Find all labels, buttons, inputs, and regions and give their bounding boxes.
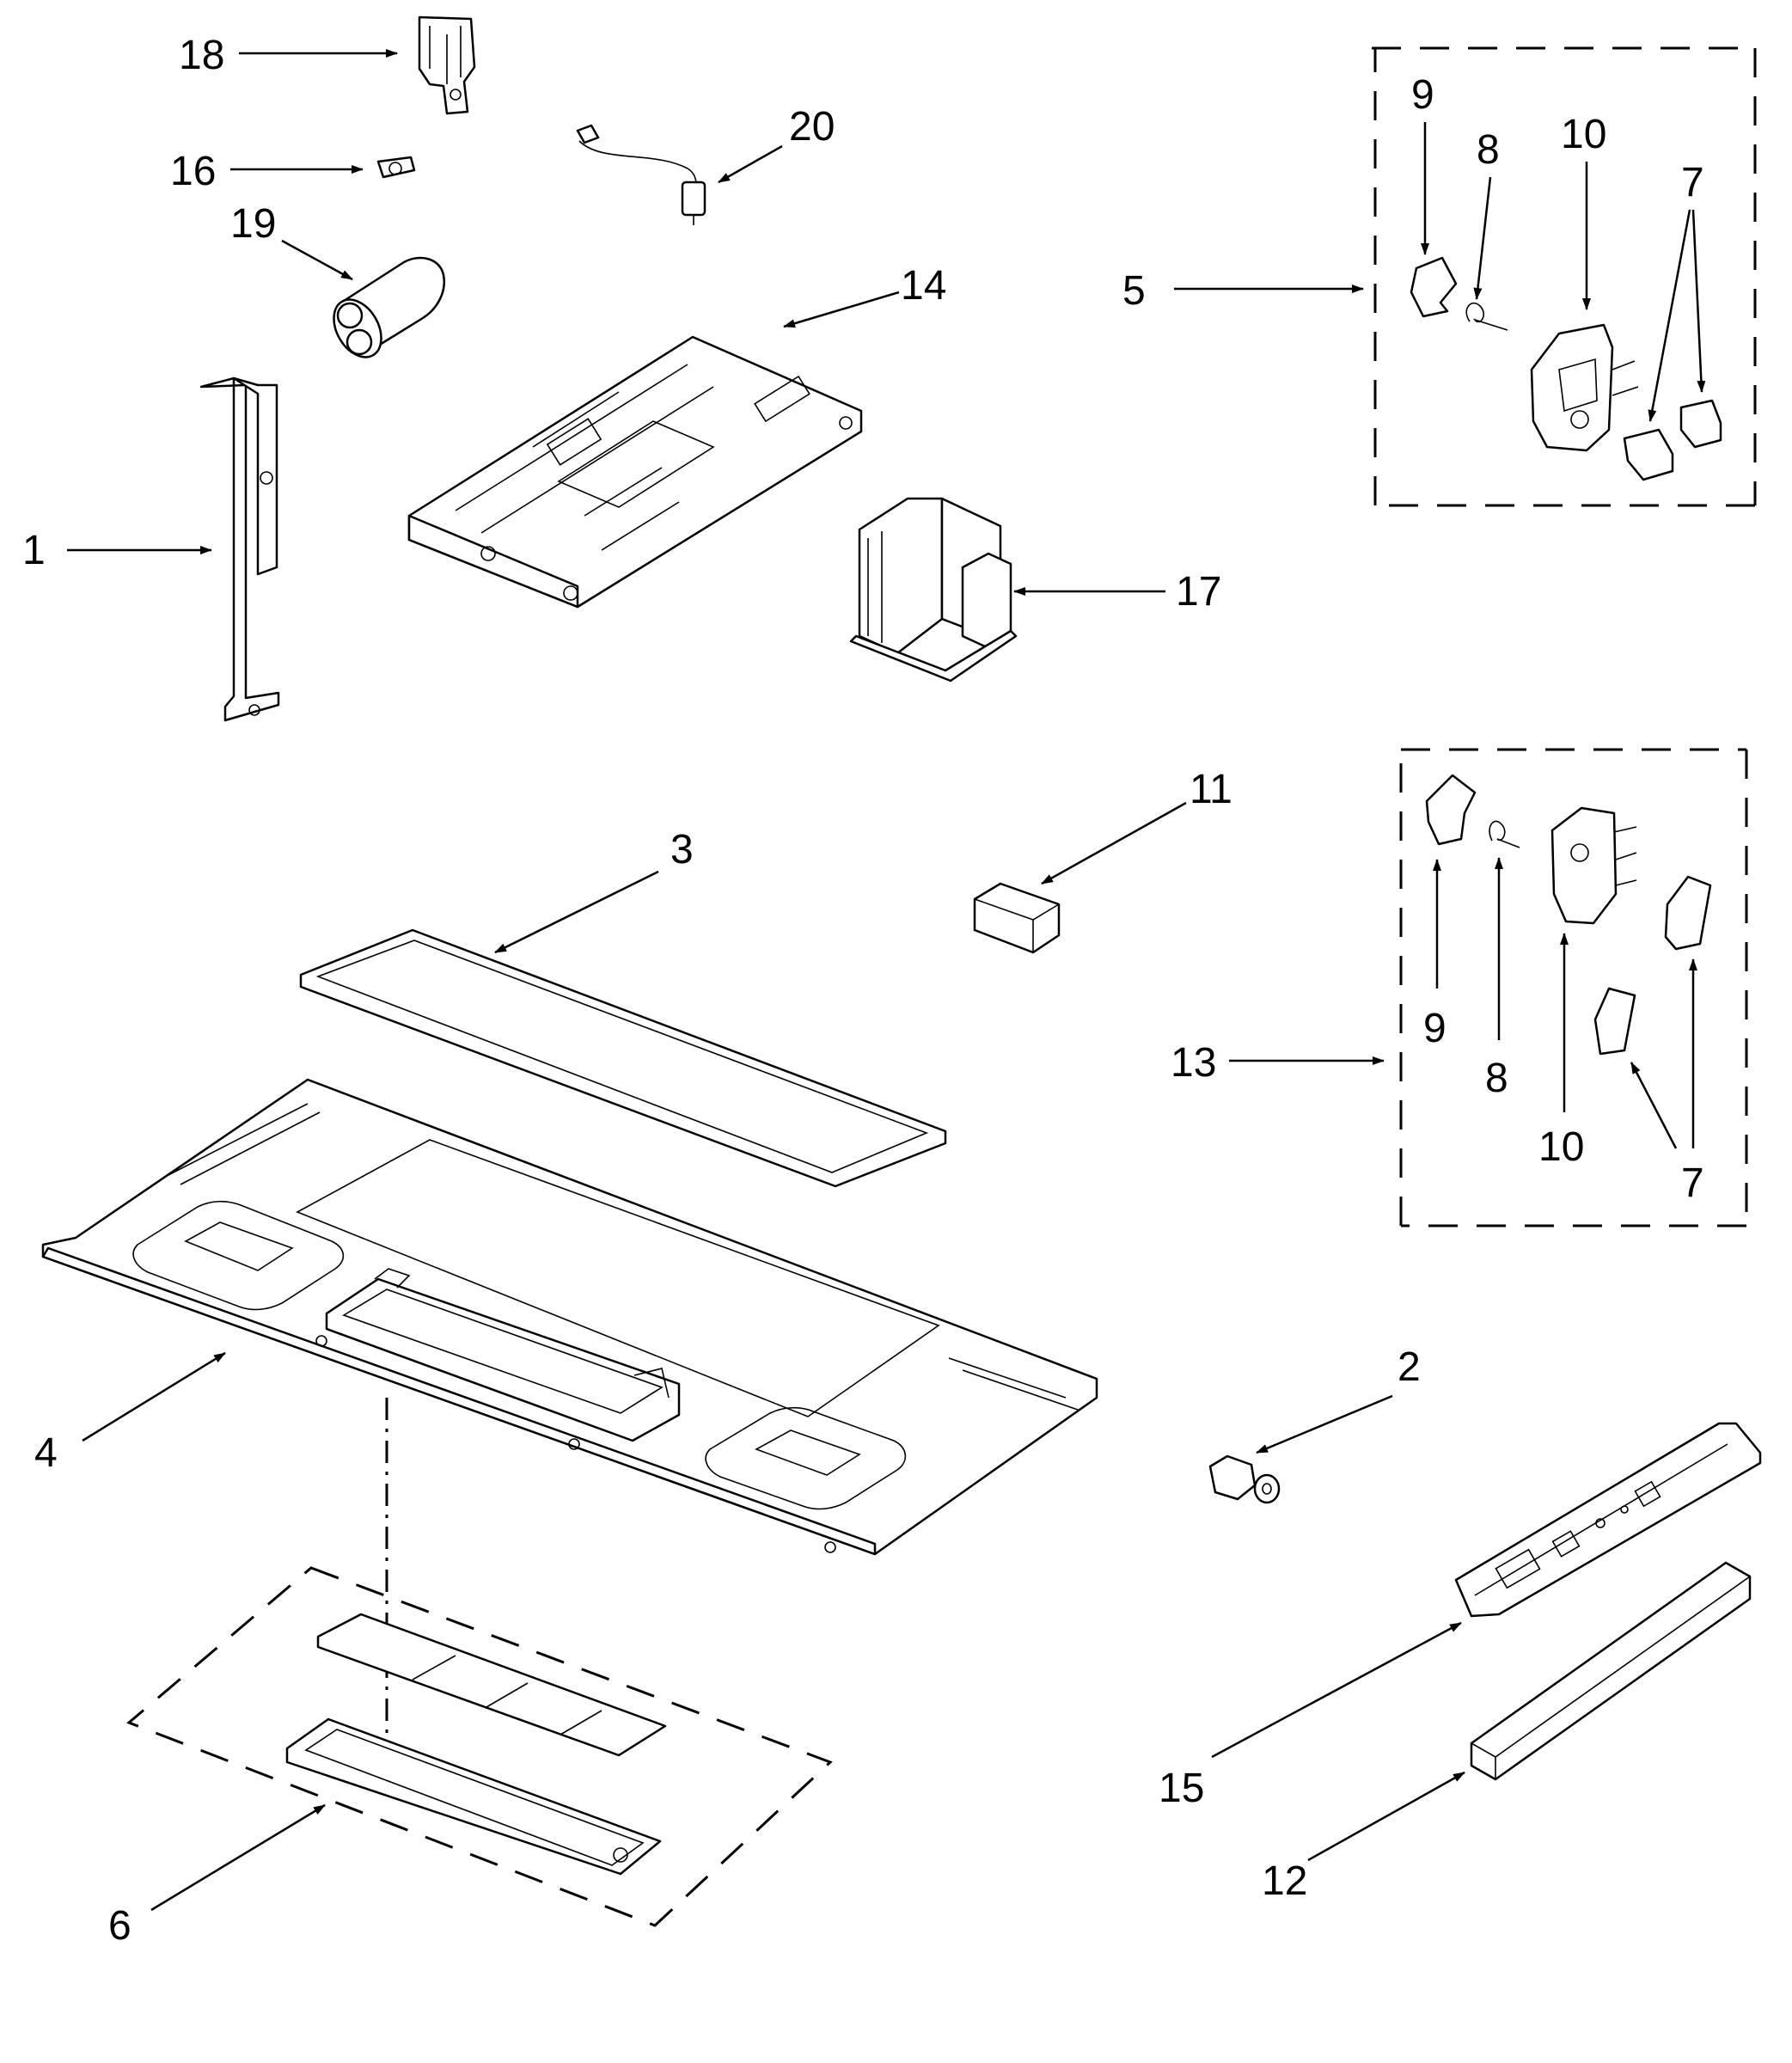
group-5-interlock xyxy=(1372,46,1757,507)
callout-3: 3 xyxy=(670,827,694,872)
leader-14 xyxy=(783,291,900,328)
callout-10b: 10 xyxy=(1538,1124,1584,1170)
callout-16: 16 xyxy=(170,149,216,194)
callout-12: 12 xyxy=(1262,1858,1307,1904)
leader-15 xyxy=(1211,1621,1462,1759)
callout-14: 14 xyxy=(901,263,946,309)
callout-10a: 10 xyxy=(1561,112,1606,157)
part-19-capacitor xyxy=(333,256,446,358)
callout-8b: 8 xyxy=(1485,1056,1508,1101)
part-3-panel xyxy=(299,928,947,1188)
callout-7a: 7 xyxy=(1681,160,1704,205)
leader-7b-1 xyxy=(1630,1062,1678,1149)
callout-2: 2 xyxy=(1398,1344,1421,1390)
callout-9b: 9 xyxy=(1423,1006,1446,1051)
leader-11 xyxy=(1041,801,1187,885)
part-12-trim-bar xyxy=(1470,1561,1752,1781)
callout-8a: 8 xyxy=(1477,127,1500,173)
callout-6: 6 xyxy=(108,1903,131,1949)
part-20-diode xyxy=(576,124,706,225)
leader-7a-1 xyxy=(1648,209,1691,422)
callout-1: 1 xyxy=(22,528,46,573)
callout-18: 18 xyxy=(179,33,224,78)
leader-3 xyxy=(494,870,659,954)
callout-17: 17 xyxy=(1176,569,1221,615)
leader-12 xyxy=(1307,1771,1465,1862)
callout-7b: 7 xyxy=(1681,1160,1704,1206)
leader-8a xyxy=(1473,176,1492,300)
callout-19: 19 xyxy=(230,201,276,247)
callout-11: 11 xyxy=(1190,767,1232,812)
part-11-block xyxy=(973,882,1061,954)
callout-4: 4 xyxy=(34,1430,58,1476)
part-15-control-strip xyxy=(1454,1422,1762,1618)
group-6-light-cover xyxy=(126,1566,833,1927)
leader-20 xyxy=(718,144,783,184)
part-1-bracket xyxy=(199,376,280,722)
leader-6 xyxy=(150,1803,326,1912)
leader-2 xyxy=(1256,1394,1393,1454)
part-2-bushing xyxy=(1208,1454,1281,1504)
leader-7a-2 xyxy=(1691,209,1706,393)
callout-9a: 9 xyxy=(1411,72,1434,118)
part-4-bottom-plate xyxy=(41,1078,1098,1556)
part-17-transformer xyxy=(849,497,1018,683)
leader-19 xyxy=(281,239,353,281)
part-18-bracket xyxy=(418,15,476,115)
callout-13: 13 xyxy=(1171,1040,1216,1086)
callout-5: 5 xyxy=(1122,268,1146,314)
group-13-interlock xyxy=(1399,748,1748,1227)
part-14-base-plate xyxy=(407,335,863,609)
callout-20: 20 xyxy=(789,104,835,150)
callout-15: 15 xyxy=(1159,1766,1204,1811)
part-16-fuse xyxy=(376,156,416,179)
leader-4 xyxy=(82,1351,226,1442)
